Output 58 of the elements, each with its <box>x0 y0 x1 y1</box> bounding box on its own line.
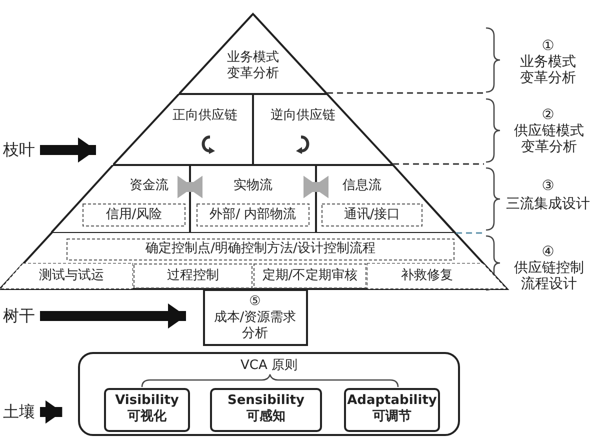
pyramid-cell <box>133 263 253 289</box>
node-label: 可视化 <box>128 409 166 425</box>
node-label: Visibility <box>115 393 179 409</box>
level-label: 供应链模式变革分析 <box>513 123 585 155</box>
double-arrow <box>303 176 329 198</box>
pyramid-cell <box>316 165 455 233</box>
step-number: ① <box>540 38 556 54</box>
pyramid-cell <box>253 94 393 165</box>
node-label: 补救修复 <box>401 268 453 284</box>
node-label: 测试与试运 <box>39 268 104 284</box>
level-label: 三流集成设计 <box>505 196 591 212</box>
node-label: Adaptability <box>347 393 437 409</box>
node-label: 逆向供应链 <box>270 108 336 124</box>
node-label: VCA 原则 <box>240 358 298 374</box>
step-number: ⑤ <box>249 294 261 310</box>
node-label: Sensibility <box>228 393 304 409</box>
node-label: 通讯/接口 <box>344 207 400 223</box>
soil-box <box>78 352 460 436</box>
dashed-box <box>196 203 310 227</box>
node-label: 实物流 <box>234 178 272 194</box>
dashed-box <box>66 238 455 261</box>
step-number: ② <box>540 107 556 123</box>
principle-box <box>104 388 190 432</box>
pyramid-cell <box>51 165 190 233</box>
step-number: ③ <box>540 178 556 194</box>
node-label: 定期/不定期审核 <box>262 268 358 284</box>
pyramid-cell <box>253 263 367 289</box>
node-label: 土壤 <box>3 402 35 422</box>
dashed-box <box>82 203 186 227</box>
double-arrow <box>40 400 62 424</box>
principle-box <box>344 388 440 432</box>
node-label: 枝叶 <box>3 140 35 160</box>
node-label: 正向供应链 <box>172 108 238 124</box>
node-label: 确定控制点/明确控制方法/设计控制流程 <box>146 241 376 257</box>
step-number: ④ <box>540 244 556 260</box>
pyramid-cell <box>367 263 507 289</box>
dashed-box <box>321 203 423 227</box>
node-label: 可调节 <box>372 409 412 425</box>
level-label: 供应链控制流程设计 <box>513 260 585 292</box>
node-label: 成本/资源需求分析 <box>212 310 298 342</box>
double-arrow <box>40 303 186 329</box>
node-label: 业务模式变革分析 <box>226 50 280 82</box>
principle-box <box>210 388 322 432</box>
level-label: 业务模式变革分析 <box>519 54 577 86</box>
trunk-box <box>203 289 308 346</box>
pyramid-cell <box>0 263 133 289</box>
node-label: 过程控制 <box>167 268 219 284</box>
double-arrow <box>177 176 203 198</box>
node-label: 外部/ 内部物流 <box>210 207 296 223</box>
node-label: 树干 <box>3 306 35 326</box>
double-arrow <box>40 137 96 163</box>
pyramid-cell <box>113 94 253 165</box>
pyramid-cell <box>190 165 316 233</box>
pyramid-tier <box>179 14 327 94</box>
node-label: 信息流 <box>342 178 382 194</box>
node-label: 资金流 <box>130 178 168 194</box>
node-label: 可感知 <box>246 409 286 425</box>
node-label: 信用/风险 <box>106 207 162 223</box>
